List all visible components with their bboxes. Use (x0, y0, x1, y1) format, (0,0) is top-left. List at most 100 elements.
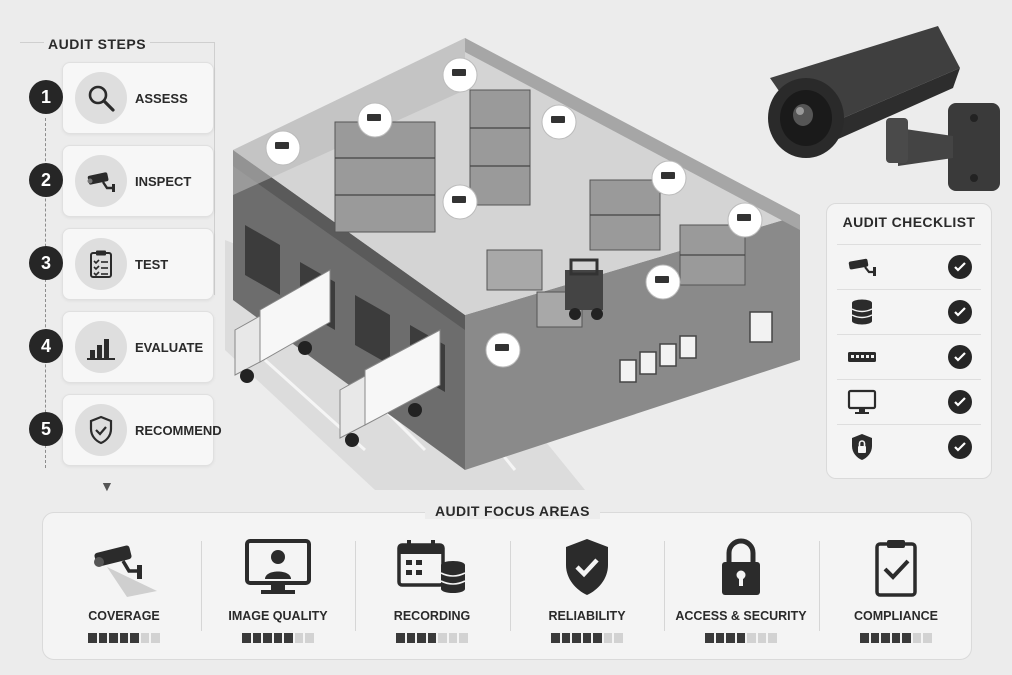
rating-segment (284, 633, 293, 643)
rating-bar (396, 633, 469, 643)
rating-segment (747, 633, 756, 643)
divider (510, 541, 511, 631)
arrow-down-icon: ▼ (100, 478, 114, 494)
step-card-inspect[interactable]: INSPECT (62, 145, 214, 217)
rating-segment (140, 633, 150, 643)
checklist-item-monitor[interactable] (837, 379, 981, 424)
rating-segment (593, 633, 602, 643)
step-label: TEST (135, 256, 169, 272)
rating-segment (151, 633, 161, 643)
rating-segment (252, 633, 262, 643)
padlock-icon (722, 538, 760, 595)
rating-segment (294, 633, 304, 643)
monitor-person-icon (245, 539, 311, 594)
rating-bar (705, 633, 778, 643)
focus-area-label: IMAGE QUALITY (228, 609, 328, 623)
check-mark-icon (948, 300, 972, 324)
steps-connector-line (45, 118, 46, 468)
checklist-item-network[interactable] (837, 334, 981, 379)
rating-segment (263, 633, 272, 643)
camera-icon (848, 258, 876, 276)
step-label: ASSESS (135, 90, 188, 106)
focus-area-label: COMPLIANCE (853, 609, 939, 623)
rating-bar (551, 633, 624, 643)
step-label: EVALUATE (135, 339, 204, 355)
step-label: INSPECT (135, 173, 192, 189)
shield-check-icon (75, 404, 127, 456)
focus-area-label: RELIABILITY (548, 609, 626, 623)
step-card-test[interactable]: TEST (62, 228, 214, 300)
focus-area-image-quality[interactable]: IMAGE QUALITY (201, 513, 355, 659)
check-mark-icon (948, 255, 972, 279)
rating-segment (561, 633, 571, 643)
rating-segment (614, 633, 624, 643)
step-number: 5 (29, 412, 63, 446)
audit-checklist-title: AUDIT CHECKLIST (842, 214, 976, 230)
rating-segment (109, 633, 118, 643)
rating-segment (273, 633, 283, 643)
step-label: RECOMMEND (135, 422, 222, 438)
lock-shield-icon (852, 434, 872, 460)
rating-segment (923, 633, 933, 643)
clipboard-check-icon (875, 540, 917, 597)
rating-segment (406, 633, 416, 643)
rating-segment (705, 633, 714, 643)
network-switch-icon (848, 352, 876, 362)
security-camera-illustration (768, 26, 1000, 191)
rating-segment (870, 633, 880, 643)
step-number: 3 (29, 246, 63, 280)
check-mark-icon (948, 345, 972, 369)
camera-icon (75, 155, 127, 207)
calendar-database-icon (397, 540, 466, 593)
divider (664, 541, 665, 631)
step-card-recommend[interactable]: RECOMMEND (62, 394, 222, 466)
divider (355, 541, 356, 631)
audit-focus-areas-panel: COVERAGE IMAGE QUALITY RECORDING RELIABI… (42, 512, 972, 660)
rating-segment (130, 633, 139, 643)
rating-segment (459, 633, 469, 643)
step-number: 1 (29, 80, 63, 114)
checklist-item-camera[interactable] (837, 244, 981, 289)
check-mark-icon (948, 390, 972, 414)
rating-segment (715, 633, 725, 643)
check-mark-icon (948, 435, 972, 459)
database-icon (851, 299, 873, 325)
rating-segment (891, 633, 901, 643)
rating-segment (551, 633, 560, 643)
checklist-item-storage[interactable] (837, 289, 981, 334)
focus-area-access-security[interactable]: ACCESS & SECURITY (664, 513, 818, 659)
audit-focus-areas-title: AUDIT FOCUS AREAS (425, 503, 600, 519)
divider (201, 541, 202, 631)
rating-segment (417, 633, 426, 643)
rating-segment (98, 633, 108, 643)
step-card-evaluate[interactable]: EVALUATE (62, 311, 214, 383)
rating-bar (860, 633, 933, 643)
divider (819, 541, 820, 631)
rating-segment (902, 633, 911, 643)
focus-area-compliance[interactable]: COMPLIANCE (819, 513, 973, 659)
rating-segment (396, 633, 405, 643)
rating-bar (242, 633, 315, 643)
warehouse-illustration (225, 38, 800, 490)
rating-segment (582, 633, 592, 643)
rating-segment (768, 633, 778, 643)
focus-area-reliability[interactable]: RELIABILITY (510, 513, 664, 659)
rating-segment (427, 633, 437, 643)
step-number: 4 (29, 329, 63, 363)
rating-bar (88, 633, 161, 643)
focus-area-label: ACCESS & SECURITY (675, 609, 807, 623)
rating-segment (736, 633, 746, 643)
rating-segment (881, 633, 890, 643)
focus-area-label: COVERAGE (88, 609, 160, 623)
rating-segment (572, 633, 581, 643)
rating-segment (912, 633, 922, 643)
audit-checklist-panel: AUDIT CHECKLIST (826, 203, 992, 479)
clipboard-checklist-icon (75, 238, 127, 290)
checklist-item-security[interactable] (837, 424, 981, 469)
bar-chart-icon (75, 321, 127, 373)
focus-area-recording[interactable]: RECORDING (355, 513, 509, 659)
focus-area-coverage[interactable]: COVERAGE (47, 513, 201, 659)
step-card-assess[interactable]: ASSESS (62, 62, 214, 134)
rating-segment (88, 633, 97, 643)
rating-segment (757, 633, 767, 643)
